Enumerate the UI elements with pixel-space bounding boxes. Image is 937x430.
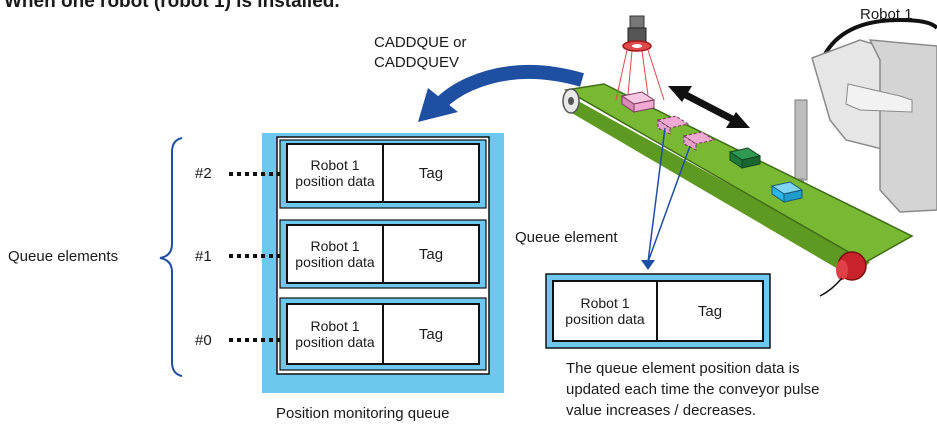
queue-row-0-tag: Tag [382,303,480,365]
queue-elements-label: Queue elements [8,248,119,265]
conveyor-direction-arrow [668,86,750,128]
note-line1: The queue element position data is [566,360,800,377]
robot-1-graphic [794,17,937,213]
conveyor-graphic [562,83,914,297]
queue-element-label: Queue element [515,229,618,246]
single-position-line2: position data [565,311,645,327]
command-label-line2: CADDQUEV [374,54,460,71]
enqueue-arrow [435,64,584,110]
note-line3: value increases / decreases. [566,402,757,419]
single-element-tag: Tag [656,280,764,342]
workpieces [620,91,804,203]
row-0-position-line2: position data [295,334,375,350]
index-label-2: #2 [195,165,212,182]
row-2-position-line1: Robot 1 [310,157,360,173]
page-title: When one robot (robot 1) is installed. [4,0,340,12]
queue-caption: Position monitoring queue [276,405,450,422]
camera-graphic [615,15,665,101]
row-1-position-line1: Robot 1 [310,238,360,254]
single-position-line1: Robot 1 [580,295,630,311]
robot-label: Robot 1 [860,6,913,23]
row-2-position-line2: position data [295,173,375,189]
command-label-line1: CADDQUE or [374,34,467,51]
row-0-position-line1: Robot 1 [310,318,360,334]
pointer-line-1 [647,127,666,263]
pointer-line-2 [647,145,691,263]
queue-elements-brace [159,137,183,377]
row-1-position-line2: position data [295,254,375,270]
enqueue-arrow-head [418,88,458,122]
pointer-arrow-head [641,260,655,270]
queue-row-1-tag: Tag [382,224,480,284]
index-label-1: #1 [195,248,212,265]
index-label-0: #0 [195,332,212,349]
queue-row-2-tag: Tag [382,143,480,203]
note-line2: updated each time the conveyor pulse [566,381,820,398]
